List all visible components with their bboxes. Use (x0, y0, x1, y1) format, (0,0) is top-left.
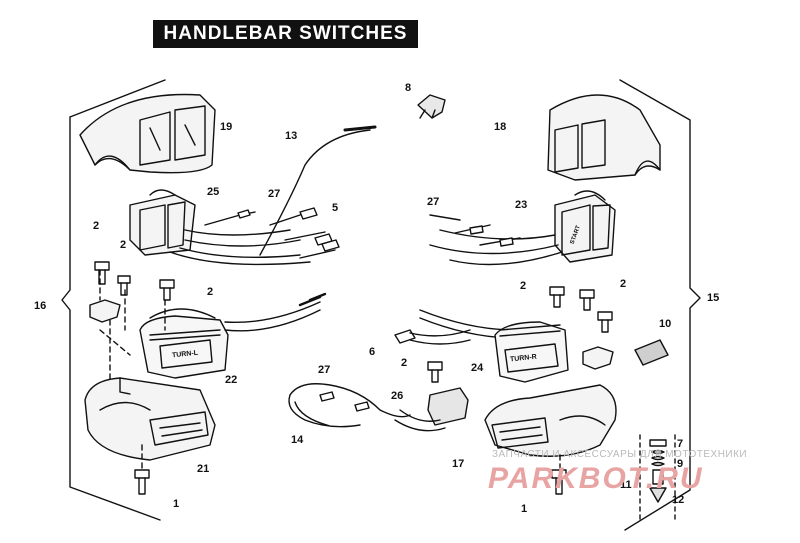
callout-27: 27 (268, 188, 281, 200)
right-lower-housing (484, 384, 617, 457)
left-switch-assembly (129, 189, 311, 266)
callout-1-right: 1 (521, 503, 528, 515)
wire-27-left (224, 301, 321, 332)
page-title: HANDLEBAR SWITCHES (153, 20, 418, 48)
callout-22: 22 (225, 374, 238, 386)
callout-18: 18 (494, 121, 507, 133)
callout-21: 21 (197, 463, 210, 475)
callout-2b: 2 (120, 239, 127, 251)
left-upper-cover (79, 93, 216, 174)
callout-2f: 2 (401, 357, 408, 369)
spring-assembly (639, 434, 676, 521)
wire-14 (289, 383, 411, 418)
callout-27-right: 27 (427, 196, 440, 208)
part-6-connector (394, 329, 471, 345)
watermark-subtitle: ЗАПЧАСТИ И АКСЕССУАРЫ ДЛЯ МОТОТЕХНИКИ (492, 449, 748, 460)
callout-19: 19 (220, 121, 233, 133)
left-screws (94, 261, 175, 301)
callout-26: 26 (391, 390, 404, 402)
callout-1-left: 1 (173, 498, 180, 510)
callout-11: 11 (620, 479, 632, 491)
right-upper-cover (547, 94, 661, 181)
callout-2a: 2 (93, 220, 100, 232)
callout-24: 24 (471, 362, 484, 374)
callout-16: 16 (34, 300, 47, 312)
callout-2e: 2 (620, 278, 627, 290)
callout-23: 23 (515, 199, 528, 211)
right-screws (427, 286, 613, 383)
watermark-logo-text: PARKBOT.RU (488, 462, 704, 495)
callout-2c: 2 (207, 286, 214, 298)
callout-2d: 2 (520, 280, 527, 292)
wire-13 (259, 129, 371, 256)
left-bottom-screw (134, 469, 150, 495)
callout-8: 8 (405, 82, 412, 94)
callout-13: 13 (285, 130, 298, 142)
callout-12: 12 (672, 494, 685, 506)
callout-25: 25 (207, 186, 220, 198)
right-bottom-screw (551, 469, 567, 495)
right-switch-housing (494, 321, 569, 383)
left-connectors (204, 207, 340, 259)
right-bracket (619, 79, 701, 531)
callout-7: 7 (677, 438, 684, 450)
part-8-clip (417, 94, 446, 119)
callout-5: 5 (332, 202, 339, 214)
part-10-pad (634, 339, 669, 366)
callout-9: 9 (677, 458, 684, 470)
callout-17: 17 (452, 458, 465, 470)
callout-6: 6 (369, 346, 376, 358)
left-lower-housing (84, 377, 216, 461)
callout-15: 15 (707, 292, 720, 304)
left-bracket (61, 79, 166, 521)
callout-27-lower: 27 (318, 364, 331, 376)
part-26-block (394, 387, 469, 432)
right-switch-assembly (429, 190, 616, 266)
callout-10: 10 (659, 318, 672, 330)
left-switch-housing (139, 308, 229, 379)
callout-14: 14 (291, 434, 304, 446)
